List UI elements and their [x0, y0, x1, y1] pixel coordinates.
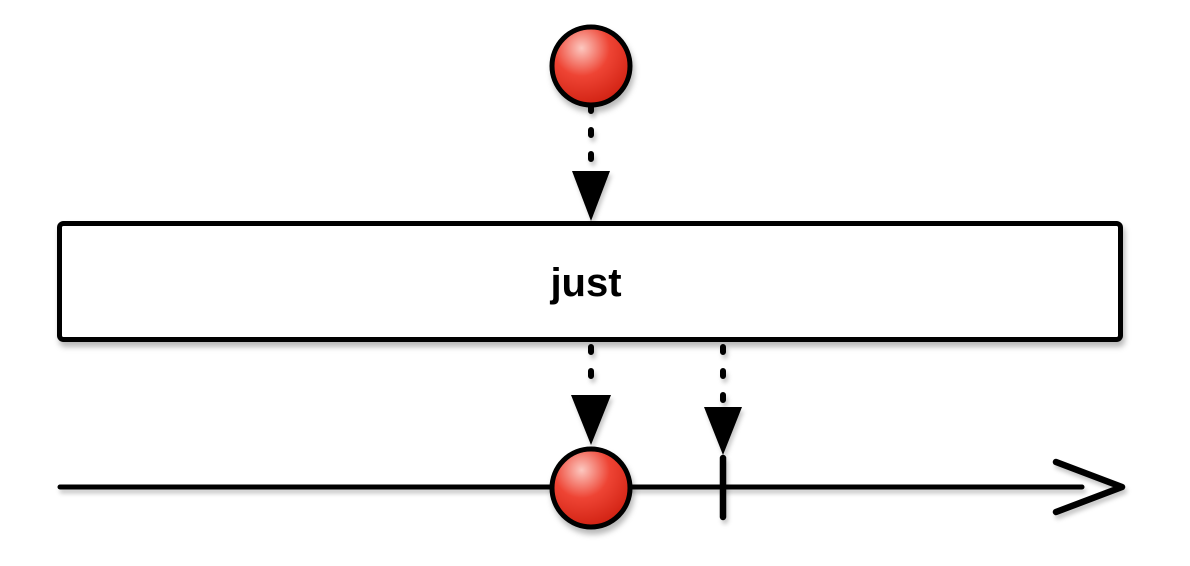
arrowhead-icon — [704, 407, 742, 455]
arrowhead-icon — [572, 171, 610, 221]
red-marble-icon — [549, 24, 633, 108]
output-marble — [549, 446, 633, 530]
source-emission-arrow — [572, 103, 610, 221]
completion-arrow — [704, 344, 742, 455]
output-marble-arrow — [571, 344, 611, 445]
operator-label: just — [549, 261, 621, 305]
arrowhead-icon — [571, 395, 611, 445]
timeline-arrowhead-icon — [1052, 458, 1126, 516]
red-marble-icon — [549, 446, 633, 530]
source-marble — [549, 24, 633, 108]
operator-rect — [57, 221, 1123, 342]
operator-box: just — [57, 221, 1123, 342]
